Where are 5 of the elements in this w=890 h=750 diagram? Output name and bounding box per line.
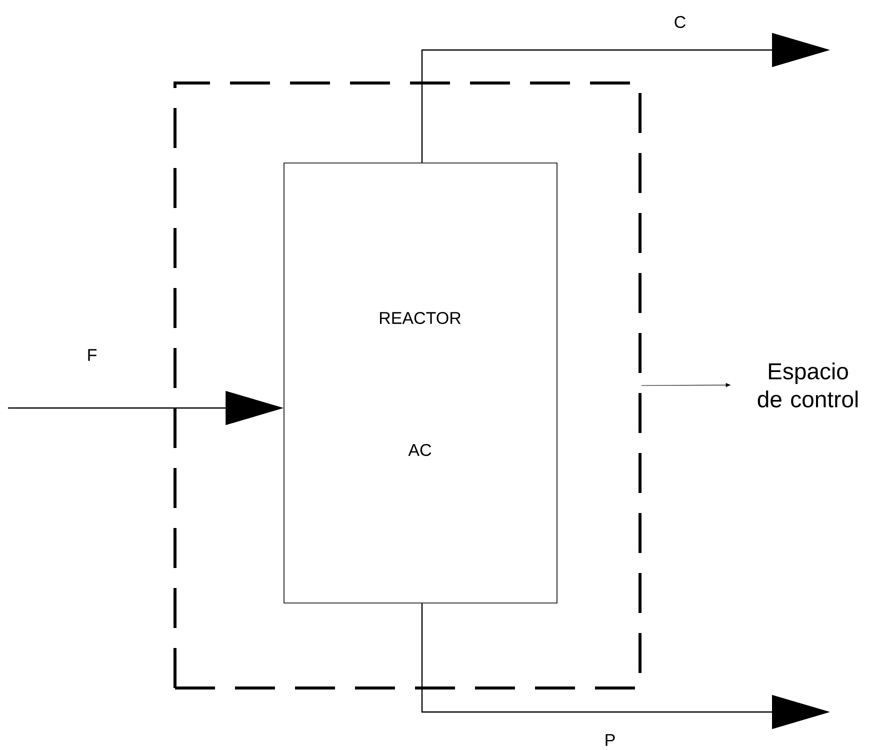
text-label: Espacio de control <box>758 362 858 408</box>
edge-label: P <box>606 734 615 746</box>
edge-label: F <box>88 349 97 361</box>
reactor-box: REACTOR AC <box>284 162 558 604</box>
edge-label: C <box>674 16 686 28</box>
